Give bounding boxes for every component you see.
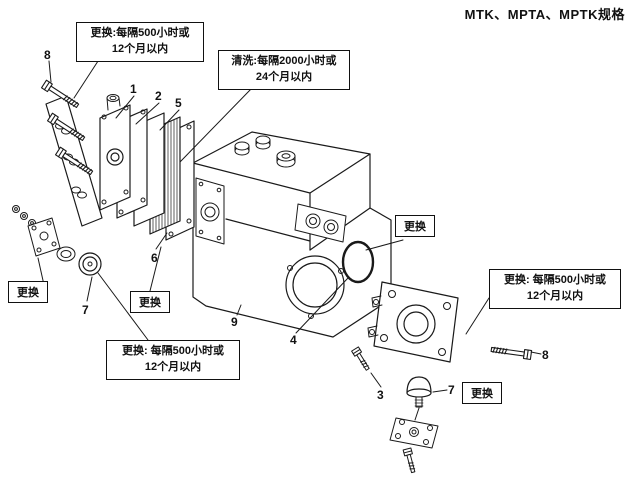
part-number-6: 6 [151,251,158,265]
breather-cap-7 [78,252,102,276]
mounting-bolt-right-8 [490,344,533,361]
callout-replace-mount: 更换 [462,382,502,404]
callout-line: 更换: 每隔500小时或 [503,274,607,286]
compressor-body [192,131,392,338]
callout-clean-2000h: 清洗:每隔2000小时或 24个月以内 [218,50,350,90]
callout-line: 更换: 每隔500小时或 [121,345,225,357]
part-number-5: 5 [175,96,182,110]
part-number-1: 1 [130,82,137,96]
rubber-mount-7 [406,376,432,408]
spec-label: MTK、MPTA、MPTK规格 [464,7,625,22]
mount-base-plate [389,417,439,449]
part-number-2: 2 [155,89,162,103]
plug-panel [294,203,347,243]
callout-replace-500h-top: 更换:每隔500小时或 12个月以内 [76,22,204,62]
callout-replace-left-plate: 更换 [8,281,48,303]
part-number-3: 3 [377,388,384,402]
filter-cover-1 [99,94,131,211]
callout-line: 12个月以内 [526,289,584,302]
callout-replace-500h-bottom-left: 更换: 每隔500小时或 12个月以内 [106,340,240,380]
nuts [12,205,36,227]
callout-line: 12个月以内 [111,42,169,55]
part-number-4: 4 [290,333,297,347]
callout-line: 清洗:每隔2000小时或 [231,55,337,67]
part-number-8-right: 8 [542,348,549,362]
leader-lines [37,57,542,421]
breather-plate [27,217,61,257]
part-number-7-right: 7 [448,383,455,397]
breather-gasket [56,246,76,262]
output-opening [285,255,345,319]
part-number-9: 9 [231,315,238,329]
filler-caps [234,135,296,168]
intake-port [106,94,121,111]
air-filter-stack [99,94,195,241]
part-number-8-top: 8 [44,48,51,62]
flange-bolt-3 [351,346,372,373]
callout-replace-500h-right: 更换: 每隔500小时或 12个月以内 [489,269,621,309]
flange-plate [367,281,459,363]
base-bolt [402,447,418,474]
o-ring [341,240,375,284]
callout-replace-gasket: 更换 [130,291,170,313]
filter-mount-boss [195,177,225,245]
part-number-7-left: 7 [82,303,89,317]
callout-line: 24个月以内 [255,70,313,83]
callout-line: 更换:每隔500小时或 [90,27,190,39]
callout-replace-oring: 更换 [395,215,435,237]
callout-line: 12个月以内 [144,360,202,373]
